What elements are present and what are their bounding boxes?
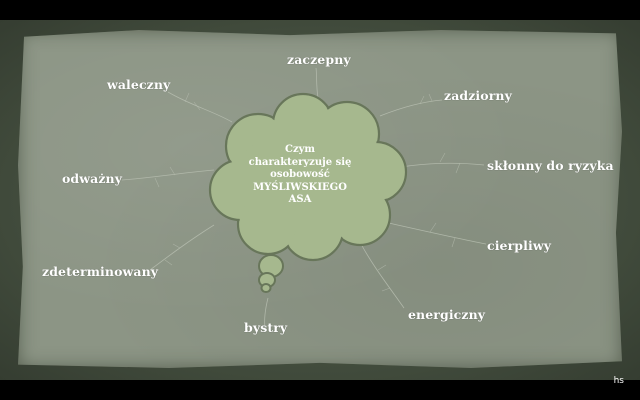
central-question-line: Czym [284, 144, 316, 155]
central-question-line: MYŚLIWSKIEGO [253, 181, 347, 193]
central-question: Czym charakteryzuje się osobowość MYŚLIW… [225, 144, 375, 207]
trait-waleczny: waleczny [107, 77, 171, 92]
connector-zadziorny [379, 99, 443, 117]
mind-map-drawing [121, 67, 487, 329]
central-question-line: ASA [288, 194, 312, 205]
trait-zadziorny: zadziorny [444, 88, 512, 103]
central-question-line: osobowość [270, 169, 330, 180]
bubble-small [260, 283, 272, 293]
trait-zdeterminowany: zdeterminowany [42, 264, 159, 279]
connector-cierpliwy [383, 221, 487, 245]
connector-odwazny [121, 169, 215, 181]
central-question-line: charakteryzuje się [248, 156, 352, 168]
trait-zaczepny: zaczepny [287, 52, 351, 67]
trait-energiczny: energiczny [408, 307, 486, 322]
connector-zdeterminowany [149, 224, 215, 271]
connector-zaczepny [315, 67, 319, 99]
trait-bystry: bystry [244, 320, 288, 335]
connector-sklonny [401, 162, 485, 168]
connector-energiczny [359, 241, 405, 309]
trait-odwazny: odważny [62, 171, 123, 186]
slide: Czym charakteryzuje się osobowość MYŚLIW… [0, 20, 640, 380]
trait-cierpliwy: cierpliwy [487, 238, 552, 253]
connector-waleczny [167, 91, 233, 123]
watermark-text: hs [613, 376, 624, 386]
trait-sklonny-do-ryzyka: skłonny do ryzyka [487, 158, 614, 173]
connector-bystry [264, 297, 269, 329]
